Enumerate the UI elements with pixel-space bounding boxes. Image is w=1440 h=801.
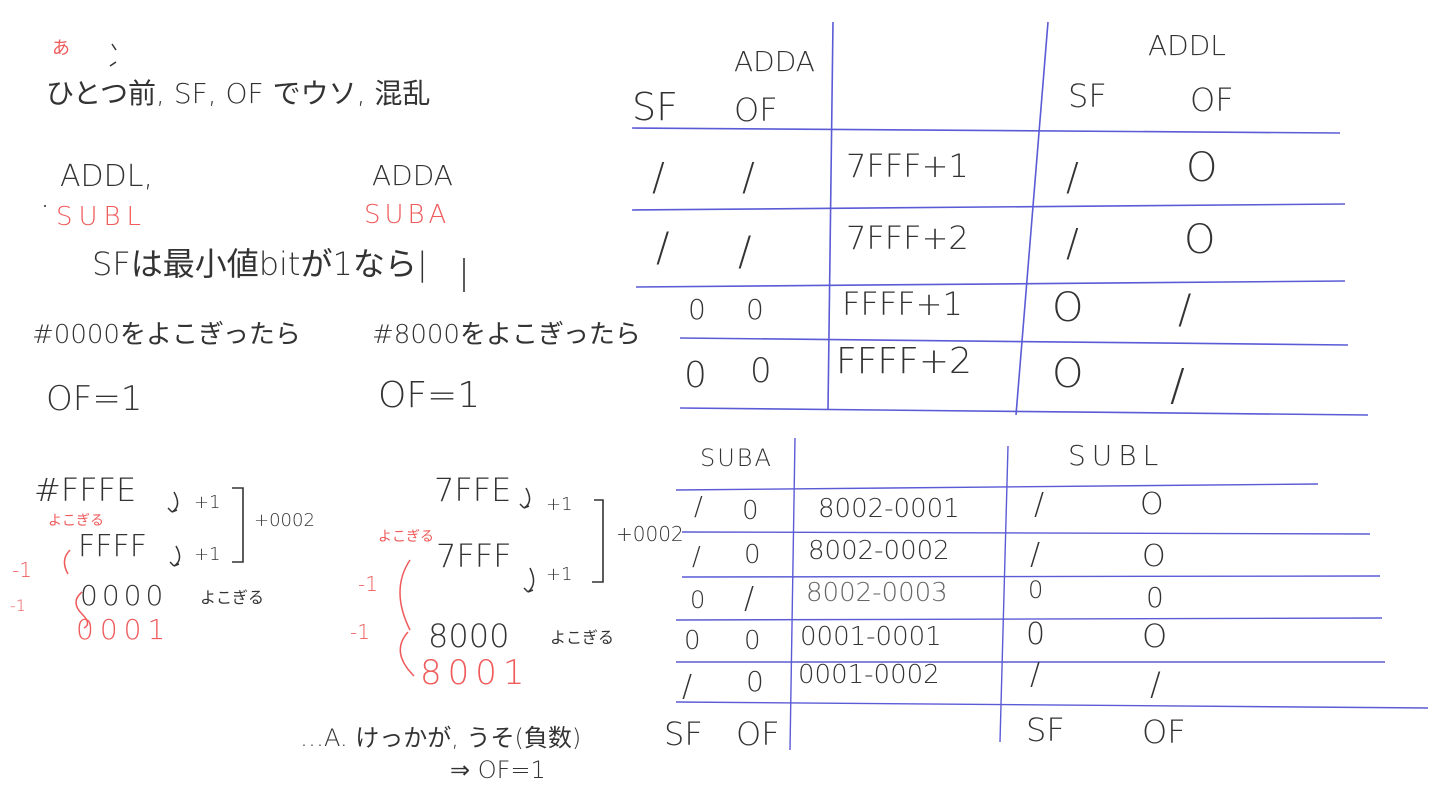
add-row3-a-of: 0 xyxy=(746,293,764,326)
add-row4-l-of: / xyxy=(1170,360,1185,411)
note-mark: あ xyxy=(52,38,70,59)
sub-row2-l-sf: / xyxy=(1030,537,1041,572)
mid-plus1a: +1 xyxy=(546,494,573,515)
add-row2-a-sf: / xyxy=(656,225,670,271)
note-adda: ADDA xyxy=(372,159,453,192)
sub-footer-a-sf: SF xyxy=(664,715,703,753)
add-table-grid xyxy=(631,21,1369,416)
note-line1: ひとつ前, SF, OF でウソ, 混乱 xyxy=(46,77,431,110)
sub-row5-l-sf: / xyxy=(1030,657,1041,692)
sub-row4-l-sf: 0 xyxy=(1026,617,1046,652)
sub-row4-a-of: 0 xyxy=(744,626,761,656)
mid-v4: 8001 xyxy=(420,653,531,693)
add-row2-a-of: / xyxy=(738,229,752,275)
mid-yoko1: よこぎる xyxy=(378,529,434,545)
add-row1-expr: 7FFF+1 xyxy=(846,147,969,185)
note-addl: ADDL, xyxy=(60,159,153,194)
left-bracket xyxy=(232,487,244,563)
note-cross-8000: #8000をよこぎったら xyxy=(372,320,641,350)
add-row4-expr: FFFF+2 xyxy=(836,341,972,382)
note-cross-0000: #0000をよこぎったら xyxy=(32,320,301,350)
sub-footer-a-of: OF xyxy=(736,715,780,753)
mid-minus1a: -1 xyxy=(358,572,378,596)
add-header-a-of: OF xyxy=(734,91,778,129)
left-v2: FFFF xyxy=(78,529,148,564)
sub-row2-expr: 8002-0002 xyxy=(808,536,950,566)
add-header-a-sf: SF xyxy=(632,85,678,129)
sub-table-left-group: SUBA xyxy=(700,444,773,472)
add-row2-l-of: O xyxy=(1184,217,1216,263)
add-header-l-sf: SF xyxy=(1068,77,1107,115)
add-row4-l-sf: O xyxy=(1052,351,1084,397)
note-sf-rule: SFは最小値bitが1なら| xyxy=(92,245,428,283)
sub-row3-a-of: / xyxy=(744,581,755,616)
left-plus1b: +1 xyxy=(194,544,221,565)
sub-row3-l-of: 0 xyxy=(1146,581,1164,614)
add-row4-a-sf: 0 xyxy=(684,355,707,396)
note-footer2: ⇒ OF=1 xyxy=(450,756,546,784)
mid-plus0002: +0002 xyxy=(616,522,684,546)
add-row3-l-of: / xyxy=(1178,287,1192,333)
sub-row5-expr: 0001-0002 xyxy=(798,660,940,690)
note-subl: SUBL xyxy=(56,202,148,232)
add-row4-a-of: 0 xyxy=(750,351,772,391)
mid-minus1b: -1 xyxy=(350,620,370,644)
left-v1: #FFFE xyxy=(34,471,137,509)
left-v4: 0001 xyxy=(76,613,172,646)
left-plus0002: +0002 xyxy=(254,510,315,531)
sub-row1-l-of: O xyxy=(1140,487,1164,522)
sub-row2-l-of: O xyxy=(1142,539,1166,574)
sub-row5-a-sf: / xyxy=(682,669,693,704)
mid-v1: 7FFE xyxy=(434,471,512,509)
sub-row2-a-of: 0 xyxy=(744,540,761,570)
sub-row5-a-of: 0 xyxy=(746,665,764,698)
left-plus1a: +1 xyxy=(194,492,221,513)
sub-row1-a-sf: / xyxy=(694,492,703,522)
add-row1-a-of: / xyxy=(742,155,755,199)
note-of1-a: OF=1 xyxy=(46,379,143,419)
mid-v3: 8000 xyxy=(428,617,510,655)
add-row2-expr: 7FFF+2 xyxy=(846,219,969,257)
sub-row1-expr: 8002-0001 xyxy=(818,494,960,524)
add-header-l-of: OF xyxy=(1190,81,1234,119)
left-yoko1: よこぎる xyxy=(48,513,104,529)
left-v3: 0000 xyxy=(80,579,168,612)
left-minus1a: -1 xyxy=(12,558,32,582)
left-yoko2: よこぎる xyxy=(200,588,265,607)
note-footer1: …A. けっかが, うそ(負数) xyxy=(300,724,582,752)
add-row1-l-of: O xyxy=(1186,145,1218,191)
left-minus1b: -1 xyxy=(10,596,26,615)
sub-row2-a-sf: / xyxy=(692,542,701,572)
add-row1-l-sf: / xyxy=(1066,155,1079,199)
sub-footer-l-sf: SF xyxy=(1026,711,1065,749)
mid-plus1b: +1 xyxy=(546,564,573,585)
sub-row1-a-of: 0 xyxy=(742,496,759,526)
sub-row5-l-of: / xyxy=(1150,665,1161,703)
mid-bracket xyxy=(592,499,604,583)
mid-v2: 7FFF xyxy=(436,537,512,575)
sub-footer-l-of: OF xyxy=(1142,713,1186,751)
sub-row4-a-sf: 0 xyxy=(684,626,719,656)
sub-row4-l-of: O xyxy=(1142,617,1168,655)
sub-table-right-group: SUBL xyxy=(1068,439,1165,472)
sub-row3-a-sf: 0 xyxy=(690,586,706,614)
note-suba: SUBA xyxy=(364,200,451,230)
sub-row4-expr: 0001-0001 xyxy=(800,622,942,652)
add-table-right-group: ADDL xyxy=(1148,29,1226,62)
add-row3-expr: FFFF+1 xyxy=(842,285,963,323)
sub-row1-l-sf: / xyxy=(1034,487,1045,522)
add-row3-a-sf: 0 xyxy=(688,293,706,326)
mid-yoko2: よこぎる xyxy=(550,628,615,647)
sub-row3-l-sf: 0 xyxy=(1028,576,1044,604)
add-row1-a-sf: / xyxy=(652,155,665,199)
sub-table-grid xyxy=(675,437,1429,751)
add-row3-l-sf: O xyxy=(1052,285,1084,331)
add-table-left-group: ADDA xyxy=(734,45,815,78)
sub-row3-expr: 8002-0003 xyxy=(806,578,948,608)
note-of1-b: OF=1 xyxy=(378,375,481,416)
add-row2-l-sf: / xyxy=(1066,221,1079,265)
